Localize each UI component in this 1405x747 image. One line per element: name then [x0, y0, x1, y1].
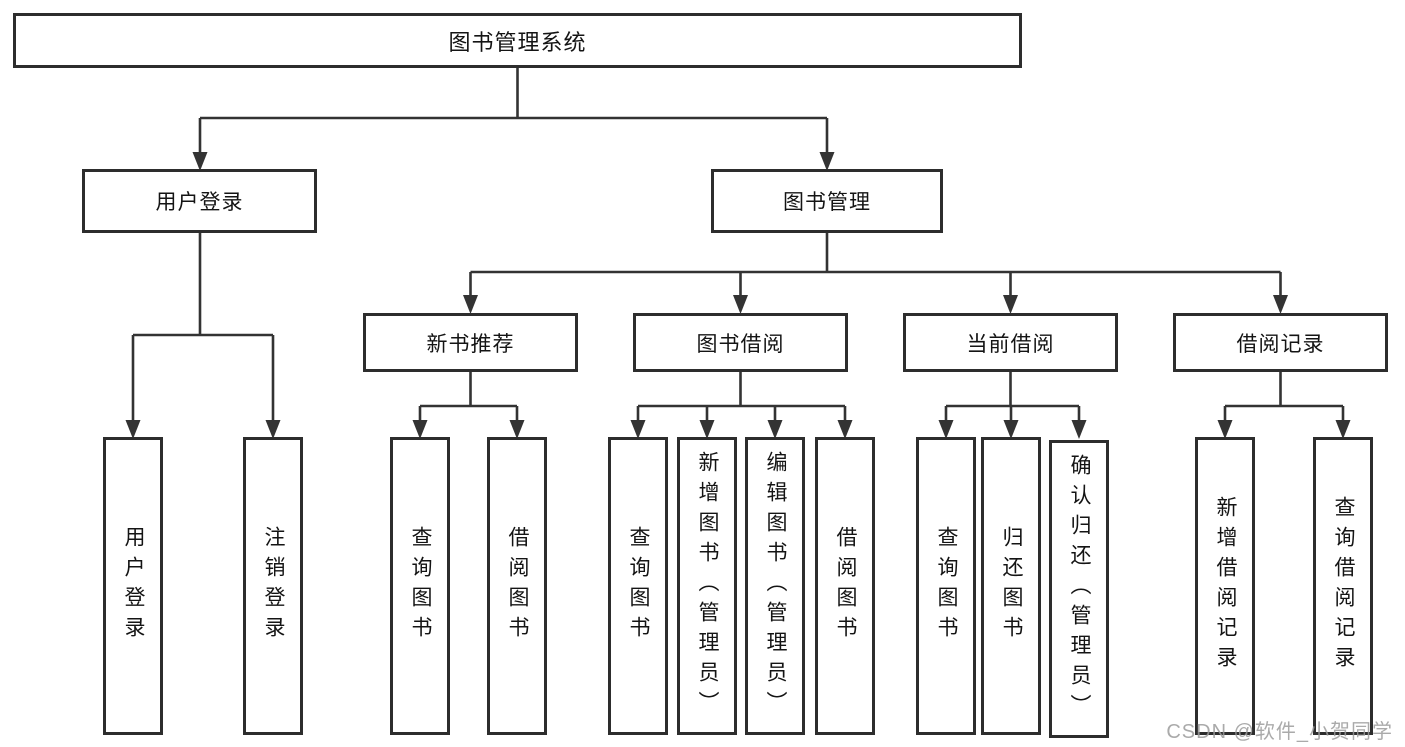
leaf-borrow-query-book: 查询图书: [608, 437, 668, 735]
connector-current-branch: [944, 372, 1081, 427]
node-current-borrow: 当前借阅: [903, 313, 1118, 372]
leaf-query-borrow-record: 查询借阅记录: [1313, 437, 1373, 735]
leaf-logout: 注销登录: [243, 437, 303, 735]
node-new-book-recommend: 新书推荐: [363, 313, 578, 372]
arrow-icon: [1273, 295, 1288, 314]
leaf-add-borrow-record: 新增借阅记录: [1195, 437, 1255, 735]
connector-mgmt-branch: [469, 233, 1282, 302]
leaf-return-book: 归还图书: [981, 437, 1041, 735]
leaf-recommend-query-book: 查询图书: [390, 437, 450, 735]
csdn-watermark: CSDN @软件_小贺同学: [1166, 721, 1393, 743]
node-book-borrow: 图书借阅: [633, 313, 848, 372]
connector-borrow-branch: [636, 372, 847, 427]
leaf-current-query-book: 查询图书: [916, 437, 976, 735]
arrow-icon: [1071, 420, 1087, 439]
node-user-login: 用户登录: [82, 169, 317, 233]
connector-record-branch: [1223, 372, 1345, 427]
connector-root-branch: [198, 68, 829, 160]
leaf-user-login: 用户登录: [103, 437, 163, 735]
arrow-icon: [463, 295, 478, 314]
leaf-borrow-book: 借阅图书: [815, 437, 875, 735]
leaf-add-book-admin: 新增图书（管理员）: [677, 437, 737, 735]
node-book-management: 图书管理: [711, 169, 943, 233]
arrow-icon: [733, 295, 748, 314]
node-root: 图书管理系统: [13, 13, 1022, 68]
node-borrow-record: 借阅记录: [1173, 313, 1388, 372]
leaf-recommend-borrow-book: 借阅图书: [487, 437, 547, 735]
arrow-icon: [1003, 295, 1018, 314]
connector-newbook-branch: [418, 372, 519, 427]
connector-login-branch: [131, 233, 275, 427]
leaf-edit-book-admin: 编辑图书（管理员）: [745, 437, 805, 735]
leaf-confirm-return-admin: 确认归还（管理员）: [1049, 440, 1109, 738]
